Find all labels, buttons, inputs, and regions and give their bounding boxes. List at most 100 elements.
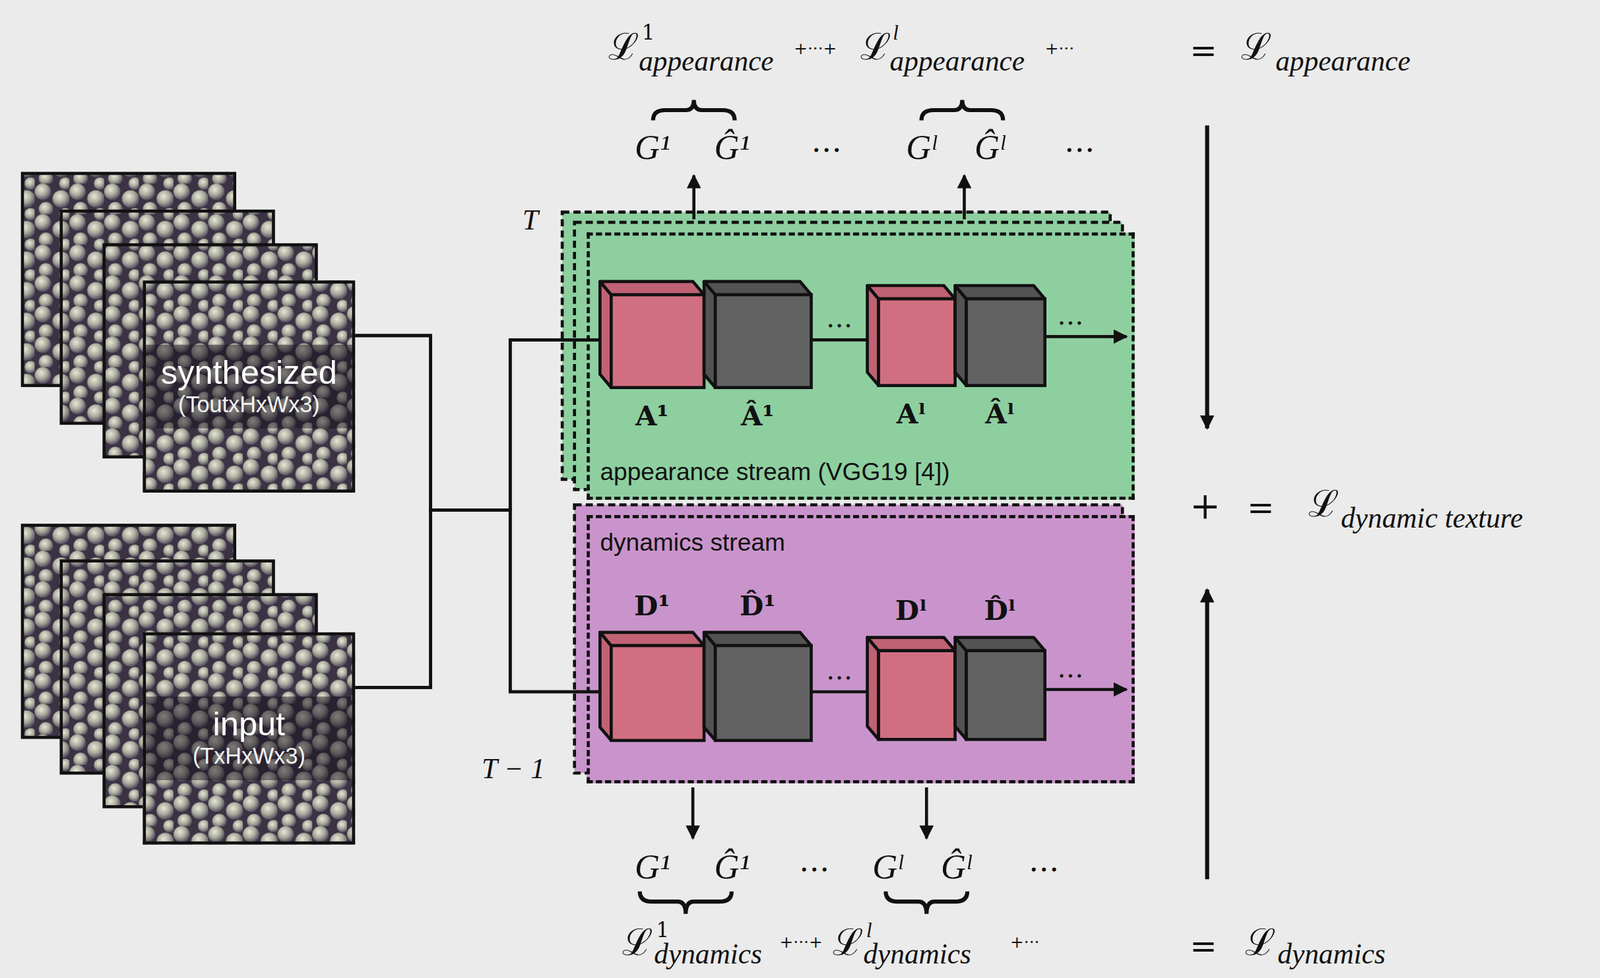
feature-cube <box>599 632 704 741</box>
brace <box>640 892 732 915</box>
cube-front <box>715 645 811 741</box>
subscript: dynamics <box>1277 940 1386 970</box>
ellipsis: … <box>1064 126 1095 158</box>
cube-side <box>867 285 879 386</box>
chain-arrow <box>1045 688 1127 692</box>
output-arrow <box>691 787 695 839</box>
sum-arrow <box>1204 125 1209 429</box>
network-stream: dynamics streamD¹D̂¹DˡD̂ˡ <box>586 515 1135 784</box>
brace <box>653 100 736 121</box>
cube-front <box>610 294 704 388</box>
plus-sign: + <box>1189 487 1221 525</box>
feature-map: D̂ˡ <box>955 586 1046 740</box>
loss-symbol: ℒ <box>1308 485 1339 523</box>
superscript: 1 <box>641 22 656 43</box>
feature-map: D̂¹ <box>704 581 811 741</box>
gram-matrix: G¹ <box>634 849 671 885</box>
gram-matrix: Gˡ <box>872 849 902 885</box>
ellipsis-sum: +··· <box>1045 40 1075 58</box>
subscript: dynamics <box>653 940 763 970</box>
loss-symbol: ℒ <box>1245 924 1276 962</box>
ellipsis: … <box>1028 845 1059 877</box>
label-band: input(TxHxWx3) <box>145 696 352 781</box>
connector <box>354 510 600 693</box>
edge-ellipsis: … <box>826 305 853 332</box>
loss-symbol: ℒ <box>832 924 864 962</box>
brace <box>885 892 968 915</box>
feature-cube <box>955 638 1046 741</box>
cube-front <box>966 651 1046 741</box>
cube-top <box>704 281 811 295</box>
equals-sign: = <box>1189 34 1217 68</box>
feature-map: Aˡ <box>867 285 956 437</box>
video-stack: synthesized(ToutxHxWx3) <box>143 280 356 493</box>
ellipsis: … <box>811 126 842 158</box>
feature-label: D̂¹ <box>704 591 811 620</box>
cube-top <box>955 638 1046 652</box>
stream-title: dynamics stream <box>599 528 786 557</box>
cube-side <box>599 632 611 741</box>
feature-cube <box>599 281 704 388</box>
ellipsis: … <box>799 845 830 877</box>
loss-symbol: ℒ <box>608 28 639 66</box>
network-stream: appearance stream (VGG19 [4])A¹Â¹AˡÂˡ <box>586 232 1135 501</box>
frame-title: synthesized <box>145 352 352 392</box>
label-band: synthesized(ToutxHxWx3) <box>145 345 352 429</box>
frame-count: T <box>522 205 539 235</box>
feature-cube <box>955 285 1046 386</box>
feature-cube <box>867 285 956 386</box>
cube-top <box>599 632 704 646</box>
feature-label: D̂ˡ <box>955 597 1046 625</box>
video-stack: input(TxHxWx3) <box>143 632 356 846</box>
edge-ellipsis: … <box>826 657 853 684</box>
connector <box>354 335 600 511</box>
gram-matrix: Ĝˡ <box>974 130 1005 166</box>
loss-symbol: ℒ <box>1241 28 1272 66</box>
output-arrow <box>925 787 929 839</box>
ellipsis: … <box>1056 655 1084 682</box>
feature-label: Aˡ <box>867 399 956 428</box>
subscript: dynamics <box>863 940 972 970</box>
connector <box>811 338 868 342</box>
brace <box>921 100 1004 121</box>
cube-top <box>867 285 956 299</box>
connector <box>354 335 600 693</box>
cube-side <box>704 281 716 388</box>
synthesized-frames <box>22 173 355 493</box>
feature-cube <box>704 632 811 741</box>
ellipsis-sum: +···+ <box>779 934 823 952</box>
chain-arrow <box>1045 335 1127 339</box>
subscript: appearance <box>638 46 774 76</box>
stream-fill <box>586 232 1135 501</box>
loss-symbol: ℒ <box>622 924 653 962</box>
frame-count: T − 1 <box>481 754 545 784</box>
cube-front <box>715 294 811 388</box>
gram-matrix: Ĝ¹ <box>714 130 751 166</box>
connector <box>811 690 868 695</box>
feature-cube <box>867 638 956 741</box>
feature-label: D¹ <box>599 591 704 620</box>
feature-label: Â¹ <box>704 401 811 430</box>
connector <box>354 339 600 688</box>
feature-label: A¹ <box>599 401 704 430</box>
cube-front <box>610 645 704 741</box>
superscript: l <box>866 920 873 941</box>
cube-front <box>878 298 956 386</box>
cube-top <box>955 285 1046 299</box>
cube-side <box>955 638 967 741</box>
frame-title: input <box>145 705 352 744</box>
output-arrow <box>692 175 696 220</box>
cube-side <box>599 281 611 388</box>
output-arrow <box>962 175 966 220</box>
subscript: dynamic texture <box>1340 504 1523 533</box>
gram-matrix: Ĝ¹ <box>714 849 751 885</box>
feature-map: A¹ <box>599 281 704 439</box>
feature-map: Âˡ <box>955 285 1046 437</box>
cube-side <box>955 285 967 386</box>
cube-side <box>704 632 716 741</box>
cube-front <box>966 298 1046 386</box>
subscript: appearance <box>890 46 1025 76</box>
